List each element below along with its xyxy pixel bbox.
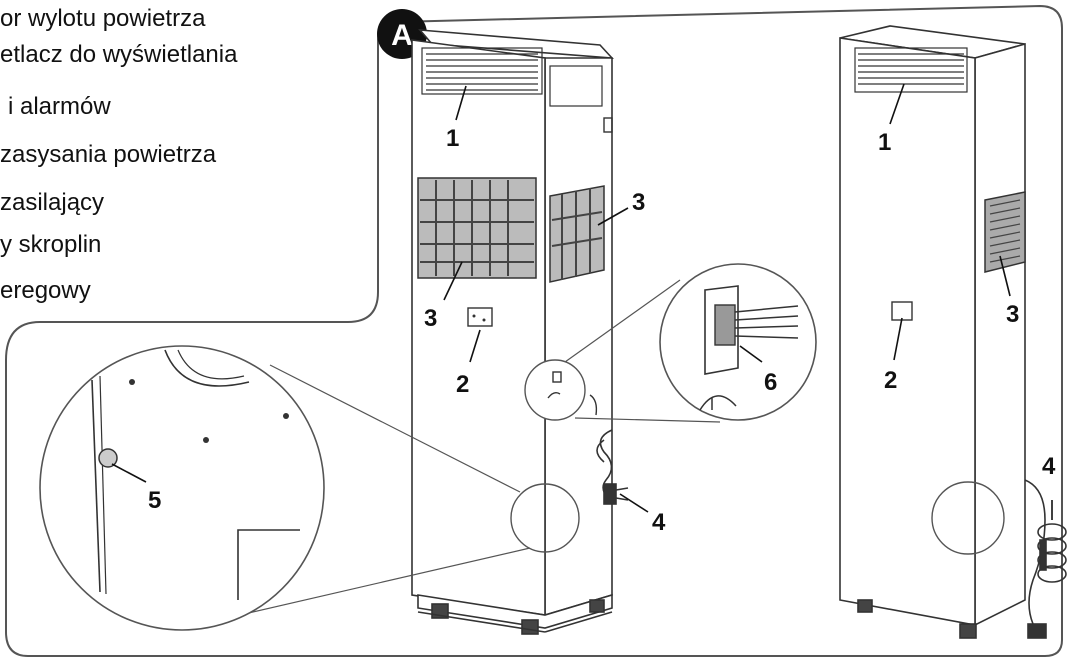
air-outlet-grille-front bbox=[421, 47, 603, 107]
callout-1-rear: 1 bbox=[878, 129, 891, 156]
callout-3-front-right: 3 bbox=[632, 189, 645, 216]
drain-detail-circle-rear bbox=[931, 481, 1005, 555]
air-inlet-filter-side bbox=[549, 185, 605, 283]
display-panel-front bbox=[467, 307, 493, 327]
connector-magnifier-large bbox=[659, 263, 817, 421]
callout-3-rear: 3 bbox=[1006, 301, 1019, 328]
callout-2-rear: 2 bbox=[884, 367, 897, 394]
drain-detail-circle-front bbox=[510, 483, 580, 553]
callout-5: 5 bbox=[148, 487, 161, 514]
air-outlet-grille-rear bbox=[854, 47, 968, 93]
panel-frame bbox=[5, 4, 1063, 657]
legend-line-3: i alarmów bbox=[8, 93, 111, 120]
rear-unit bbox=[839, 25, 1026, 639]
legend-line-6: y skroplin bbox=[0, 231, 102, 258]
display-panel-rear bbox=[891, 301, 913, 321]
callout-4-front: 4 bbox=[652, 509, 666, 536]
front-unit bbox=[411, 29, 614, 635]
callout-1-front: 1 bbox=[446, 125, 459, 152]
drain-magnifier-large bbox=[39, 345, 325, 631]
legend-line-2: etlacz do wyświetlania bbox=[0, 41, 238, 68]
callout-2-front: 2 bbox=[456, 371, 469, 398]
callout-3-front-left: 3 bbox=[424, 305, 437, 332]
air-inlet-filter-front bbox=[417, 177, 537, 279]
air-inlet-filter-rear bbox=[984, 191, 1026, 273]
legend-line-1: or wylotu powietrza bbox=[0, 5, 206, 32]
callout-6: 6 bbox=[764, 369, 777, 396]
side-bracket bbox=[603, 117, 613, 133]
connector-magnifier-small bbox=[524, 359, 586, 421]
power-cord-front bbox=[596, 429, 629, 505]
legend-line-4: zasysania powietrza bbox=[0, 141, 217, 168]
legend-line-7: eregowy bbox=[0, 277, 91, 304]
power-cord-rear bbox=[1024, 479, 1067, 639]
svg-text:A: A bbox=[391, 19, 413, 52]
legend-line-5: zasilający bbox=[0, 189, 105, 216]
callout-4-rear: 4 bbox=[1042, 453, 1056, 480]
